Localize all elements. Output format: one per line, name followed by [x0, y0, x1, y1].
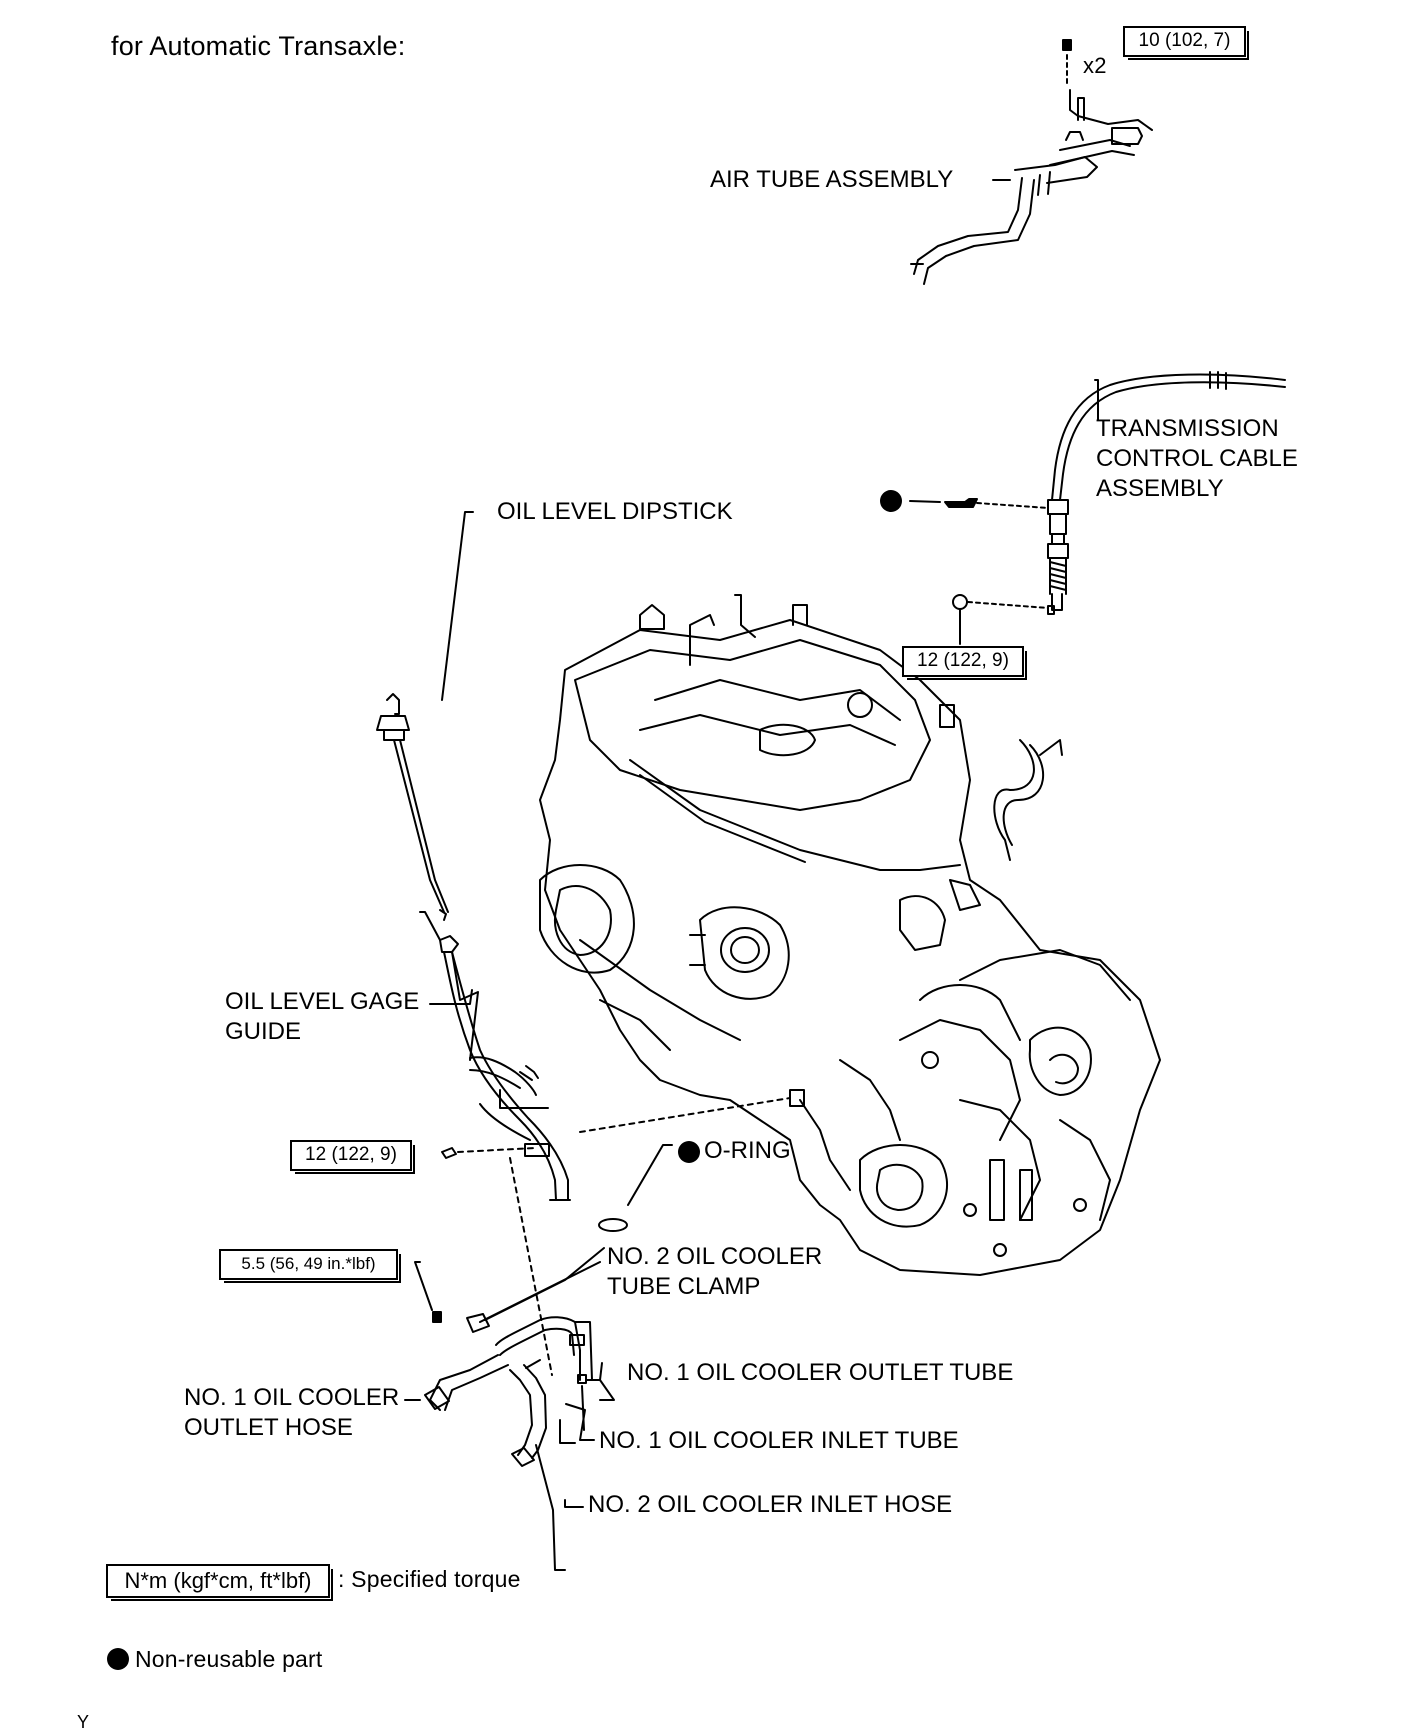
nonreusable-marker-o-ring: [678, 1141, 700, 1163]
legend-torque-text: : Specified torque: [338, 1566, 521, 1592]
label-air-tube-assembly: AIR TUBE ASSEMBLY: [710, 166, 954, 193]
o-ring-art: [598, 1144, 673, 1232]
footer-code: Y: [77, 1712, 90, 1732]
page-heading: for Automatic Transaxle:: [111, 31, 406, 61]
label-no1-oil-cooler-inlet-tube: NO. 1 OIL COOLER INLET TUBE: [599, 1427, 959, 1454]
oil-cooler-tubes-art: [414, 1261, 615, 1467]
torque-box-cable-nut: 12 (122, 9): [902, 646, 1027, 680]
quantity-mark-air-tube-bolt: x2: [1083, 53, 1107, 78]
label-no2-oil-cooler-inlet-hose: NO. 2 OIL COOLER INLET HOSE: [588, 1491, 953, 1518]
oil-level-gage-guide-art: [419, 911, 805, 1376]
legend-nonreusable-text: Non-reusable part: [135, 1646, 323, 1672]
oil-level-dipstick-art: [376, 511, 474, 921]
nonreusable-marker-clip: [880, 490, 902, 512]
transmission-control-cable-art: [944, 371, 1286, 645]
leader-lines: [404, 179, 1099, 1571]
label-transmission-control-cable-assembly: TRANSMISSION CONTROL CABLE ASSEMBLY: [1096, 415, 1298, 502]
label-no2-oil-cooler-tube-clamp: NO. 2 OIL COOLER TUBE CLAMP: [607, 1243, 823, 1300]
label-oil-level-gage-guide: OIL LEVEL GAGE GUIDE: [225, 988, 420, 1045]
torque-box-air-tube-bolt: 10 (102, 7): [1123, 26, 1249, 60]
label-o-ring: O-RING: [704, 1137, 791, 1164]
label-oil-level-dipstick: OIL LEVEL DIPSTICK: [497, 498, 733, 525]
torque-box-clamp-bolt: 5.5 (56, 49 in.*lbf): [219, 1249, 401, 1283]
label-no1-oil-cooler-outlet-hose: NO. 1 OIL COOLER OUTLET HOSE: [184, 1384, 400, 1441]
label-no1-oil-cooler-outlet-tube: NO. 1 OIL COOLER OUTLET TUBE: [627, 1359, 1014, 1386]
air-tube-assembly-art: [910, 39, 1153, 285]
engine-transaxle-art: [539, 594, 1161, 1276]
legend-torque-unit-box: N*m (kgf*cm, ft*lbf): [106, 1564, 333, 1601]
torque-box-gage-guide-bolt: 12 (122, 9): [290, 1140, 415, 1174]
legend-nonreusable-dot: [107, 1648, 129, 1670]
